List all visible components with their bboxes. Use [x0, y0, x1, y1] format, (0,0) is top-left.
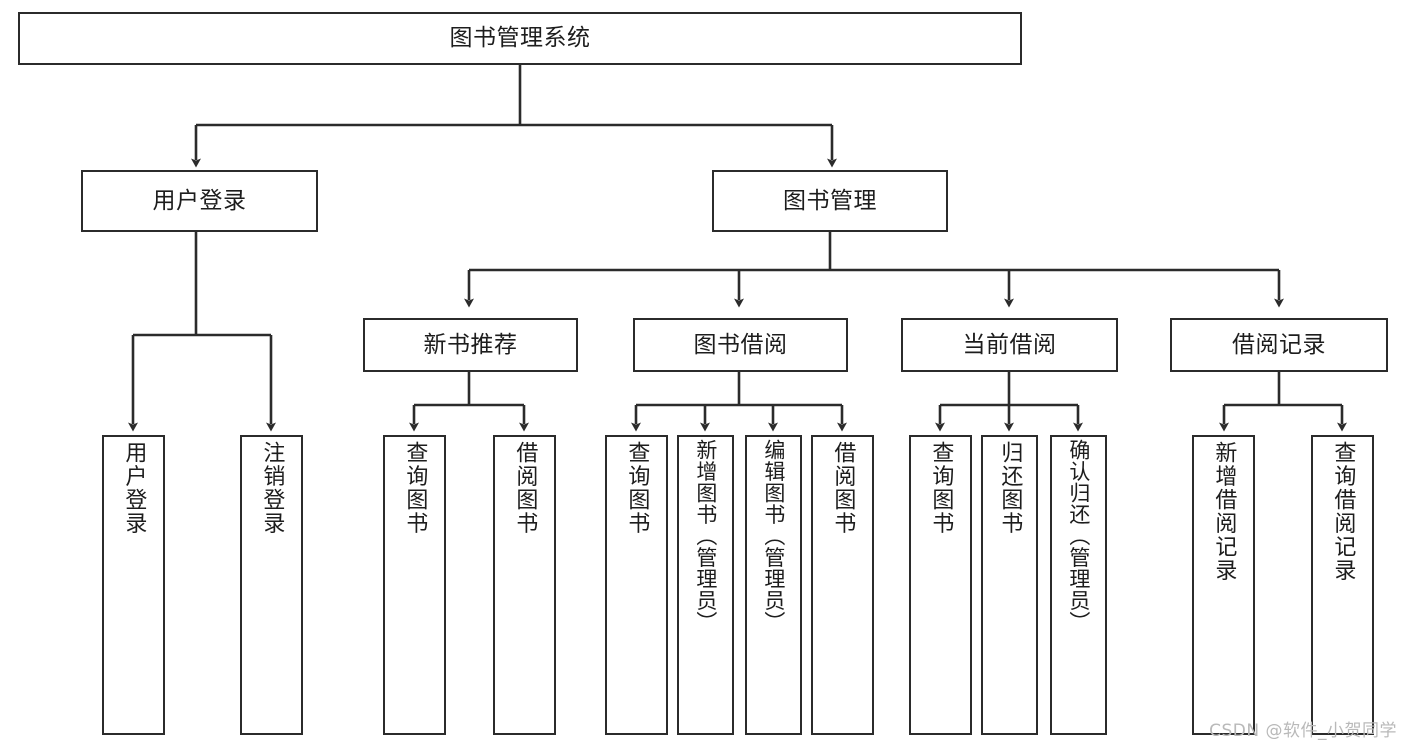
node-label: 编辑图书（管理员）	[761, 439, 786, 633]
node-label: 用户登录	[121, 441, 147, 535]
node-current-borrow[interactable]: 当前借阅	[901, 318, 1118, 372]
node-label: 图书管理系统	[449, 25, 591, 52]
node-label: 查询图书	[928, 441, 954, 535]
node-label: 归还图书	[997, 441, 1023, 535]
node-new-book-recommend[interactable]: 新书推荐	[363, 318, 578, 372]
node-label: 当前借阅	[962, 331, 1057, 358]
node-user-login[interactable]: 用户登录	[81, 170, 318, 232]
node-label: 查询借阅记录	[1330, 441, 1356, 582]
node-leaf-borrow-book-1[interactable]: 借阅图书	[493, 435, 556, 735]
node-leaf-query-record[interactable]: 查询借阅记录	[1311, 435, 1374, 735]
node-label: 新增图书（管理员）	[693, 439, 718, 633]
node-book-borrow[interactable]: 图书借阅	[633, 318, 848, 372]
watermark: CSDN @软件_小贺同学	[1209, 721, 1397, 741]
node-book-management[interactable]: 图书管理	[712, 170, 948, 232]
node-label: 图书管理	[783, 187, 877, 214]
node-leaf-query-book-2[interactable]: 查询图书	[605, 435, 668, 735]
node-leaf-user-login[interactable]: 用户登录	[102, 435, 165, 735]
node-leaf-borrow-book-2[interactable]: 借阅图书	[811, 435, 874, 735]
node-label: 查询图书	[402, 441, 428, 535]
node-label: 查询图书	[624, 441, 650, 535]
node-label: 注销登录	[259, 441, 285, 535]
node-label: 确认归还（管理员）	[1066, 439, 1091, 633]
node-label: 借阅记录	[1232, 331, 1326, 358]
node-label: 新书推荐	[423, 331, 518, 358]
node-leaf-add-record[interactable]: 新增借阅记录	[1192, 435, 1255, 735]
node-borrow-record[interactable]: 借阅记录	[1170, 318, 1388, 372]
node-label: 图书借阅	[693, 331, 788, 358]
node-root-book-management-system[interactable]: 图书管理系统	[18, 12, 1022, 65]
node-label: 借阅图书	[512, 441, 538, 535]
node-leaf-edit-book[interactable]: 编辑图书（管理员）	[745, 435, 802, 735]
node-leaf-return-book[interactable]: 归还图书	[981, 435, 1038, 735]
node-label: 用户登录	[152, 187, 247, 214]
node-label: 新增借阅记录	[1211, 441, 1237, 582]
node-leaf-logout-login[interactable]: 注销登录	[240, 435, 303, 735]
node-leaf-confirm-return[interactable]: 确认归还（管理员）	[1050, 435, 1107, 735]
node-leaf-query-book-1[interactable]: 查询图书	[383, 435, 446, 735]
node-leaf-add-book[interactable]: 新增图书（管理员）	[677, 435, 734, 735]
node-label: 借阅图书	[830, 441, 856, 535]
node-leaf-query-book-3[interactable]: 查询图书	[909, 435, 972, 735]
